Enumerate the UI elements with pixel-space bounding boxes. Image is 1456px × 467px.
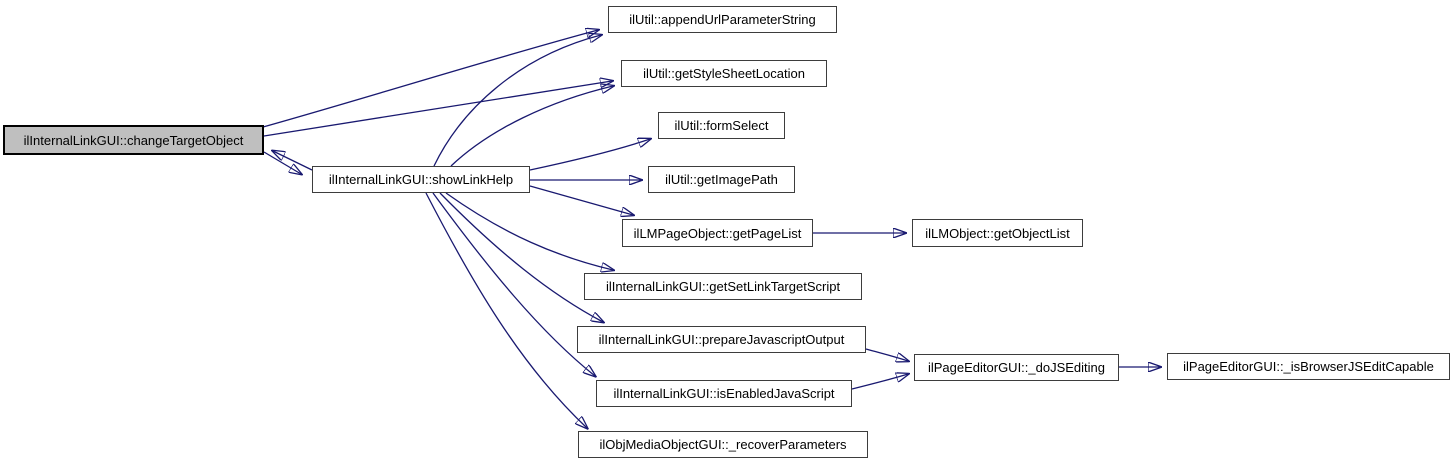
- node-get-page-list[interactable]: ilLMPageObject::getPageList: [622, 219, 813, 247]
- edge-showLinkHelp-to-isEnabledJavaScript: [432, 192, 595, 376]
- edge-showLinkHelp-to-prepareJavascriptOutput: [439, 192, 603, 322]
- edge-showLinkHelp-to-getPageList: [529, 185, 633, 215]
- node-get-set-link-target-script[interactable]: ilInternalLinkGUI::getSetLinkTargetScrip…: [584, 273, 862, 300]
- node-prepare-javascript-output[interactable]: ilInternalLinkGUI::prepareJavascriptOutp…: [577, 326, 866, 353]
- edge-prepareJavascriptOutput-to-doJSEditing: [865, 348, 908, 361]
- edge-showLinkHelp-to-getSetLinkTargetScript: [445, 192, 613, 270]
- edge-showLinkHelp-to-getStyleSheetLocation: [450, 86, 613, 167]
- edge-showLinkHelp-to-appendUrlParameterString: [433, 35, 601, 167]
- node-get-image-path[interactable]: ilUtil::getImagePath: [648, 166, 795, 193]
- node-show-link-help[interactable]: ilInternalLinkGUI::showLinkHelp: [312, 166, 530, 193]
- node-change-target-object: ilInternalLinkGUI::changeTargetObject: [3, 125, 264, 155]
- node-form-select[interactable]: ilUtil::formSelect: [658, 112, 785, 139]
- node-get-object-list[interactable]: ilLMObject::getObjectList: [912, 219, 1083, 247]
- edge-showLinkHelp-to-formSelect: [529, 139, 650, 171]
- node-is-enabled-java-script[interactable]: ilInternalLinkGUI::isEnabledJavaScript: [596, 380, 852, 407]
- edge-changeTargetObject-to-getStyleSheetLocation: [263, 81, 612, 137]
- node-recover-parameters[interactable]: ilObjMediaObjectGUI::_recoverParameters: [578, 431, 868, 458]
- node-is-browser-js-edit-capable[interactable]: ilPageEditorGUI::_isBrowserJSEditCapable: [1167, 353, 1450, 380]
- node-append-url-parameter-string[interactable]: ilUtil::appendUrlParameterString: [608, 6, 837, 33]
- edge-changeTargetObject-to-appendUrlParameterString: [262, 30, 598, 128]
- edge-showLinkHelp-to-recoverParameters: [425, 192, 587, 428]
- edge-showLinkHelp-to-changeTargetObject: [273, 151, 313, 171]
- node-get-style-sheet-location[interactable]: ilUtil::getStyleSheetLocation: [621, 60, 827, 87]
- edge-isEnabledJavaScript-to-doJSEditing: [851, 374, 908, 390]
- node-do-js-editing[interactable]: ilPageEditorGUI::_doJSEditing: [914, 354, 1119, 381]
